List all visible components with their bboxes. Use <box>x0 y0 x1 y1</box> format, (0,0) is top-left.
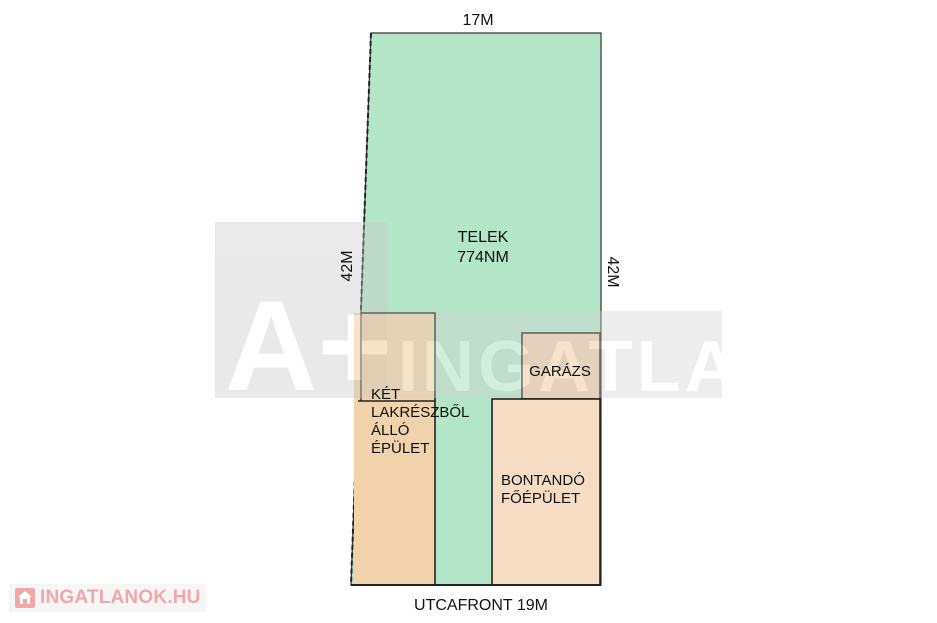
left-building-label-line-3: ÁLLÓ <box>371 422 409 439</box>
left-building <box>354 313 435 585</box>
house-icon <box>14 587 36 609</box>
left-building-outline <box>361 312 436 585</box>
bottom-dimension-label: UTCAFRONT 19M <box>414 597 548 614</box>
watermark-logo: A+ <box>225 275 392 418</box>
left-building-label-line-1: KÉT <box>371 386 400 403</box>
garage-label: GARÁZS <box>529 363 591 380</box>
main-building-label-line-1: BONTANDÓ <box>501 472 585 489</box>
main-building <box>491 398 601 586</box>
right-dimension-label: 42M <box>604 256 621 287</box>
main-building-label-line-2: FŐÉPÜLET <box>501 489 580 507</box>
watermark-band-right <box>387 311 722 398</box>
left-dimension-label: 42M <box>339 250 356 281</box>
telek-area: 774NM <box>457 249 509 266</box>
telek-title: TELEK <box>458 229 509 246</box>
site-badge: INGATLANOK.HU <box>9 584 206 612</box>
top-dimension-label: 17M <box>462 12 493 29</box>
brand-watermark: A+ INGATLAN <box>215 222 797 418</box>
watermark-band-left <box>215 222 387 398</box>
site-badge-text: INGATLANOK.HU <box>40 587 201 608</box>
watermark-word: INGATLAN <box>398 327 797 407</box>
left-building-label-line-4: ÉPÜLET <box>371 439 429 457</box>
left-building-label-line-2: LAKRÉSZBŐL <box>371 404 469 421</box>
